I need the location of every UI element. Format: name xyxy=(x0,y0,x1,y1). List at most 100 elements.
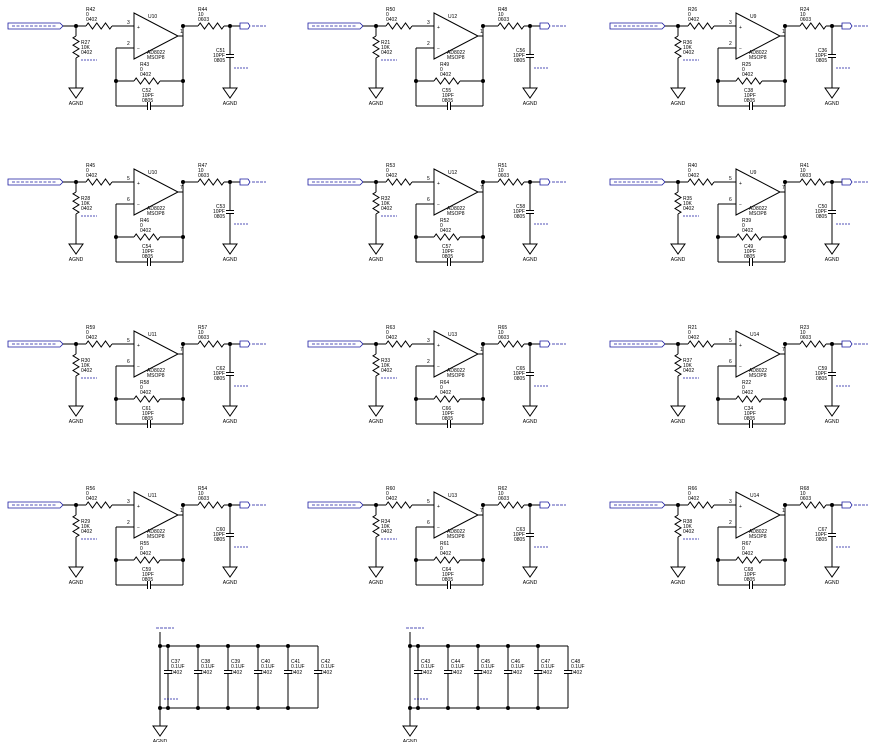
junction-dot xyxy=(481,235,485,239)
opamp-package: MSOP8 xyxy=(147,211,165,217)
output-cap-package: 0805 xyxy=(214,537,225,543)
ground-label: AGND xyxy=(523,580,538,586)
shunt-resistor-package: 0402 xyxy=(381,529,392,535)
decoupling-cap-package: 0402 xyxy=(291,670,302,676)
resistor-symbol xyxy=(372,353,380,377)
junction-dot xyxy=(414,558,418,562)
output-cap-package: 0805 xyxy=(816,537,827,543)
opamp-triangle xyxy=(133,12,180,60)
input-resistor-package: 0402 xyxy=(386,17,397,23)
input-resistor-value: 0 xyxy=(688,491,691,497)
shunt-resistor-ref: R30 xyxy=(81,358,90,364)
output-resistor-value: 10 xyxy=(800,168,806,174)
output-resistor-package: 0603 xyxy=(198,173,209,179)
opamp-ref: U13 xyxy=(448,332,457,338)
opamp-package: MSOP8 xyxy=(749,55,767,61)
opamp-plus-sign: + xyxy=(137,343,140,349)
feedback-resistor-ref: R55 xyxy=(140,541,149,547)
input-resistor-ref: R26 xyxy=(688,7,697,13)
ground-symbol: AGND xyxy=(368,405,384,425)
junction-dot xyxy=(536,644,540,648)
ground-icon xyxy=(368,566,384,578)
output-net-flag xyxy=(239,22,266,30)
ground-icon xyxy=(152,725,168,737)
decoupling-cap-value: 0.1UF xyxy=(231,664,245,670)
shunt-resistor-ref: R37 xyxy=(683,358,692,364)
input-net-flag xyxy=(307,178,364,186)
feedback-resistor-ref: R46 xyxy=(140,218,149,224)
feedback-cap-ref: C52 xyxy=(142,88,151,94)
opamp-minus-sign: − xyxy=(437,364,440,370)
opamp-pin-positive: 5 xyxy=(427,499,430,505)
output-net-flag xyxy=(841,22,868,30)
ground-symbol: AGND xyxy=(68,566,84,586)
ground-label: AGND xyxy=(223,419,238,425)
input-resistor-package: 0402 xyxy=(688,335,699,341)
opamp-plus-sign: + xyxy=(137,25,140,31)
output-net-flag-shape xyxy=(239,178,251,186)
output-resistor-package: 0603 xyxy=(198,335,209,341)
feedback-cap-ref: C54 xyxy=(142,244,151,250)
opamp-ref: U10 xyxy=(148,14,157,20)
decoupling-cap-ref: C45 xyxy=(481,659,490,665)
input-resistor-value: 0 xyxy=(386,12,389,18)
opamp-pin-positive: 3 xyxy=(127,499,130,505)
amplifier-stage: R5300402R3210K0402AGND+−U12AD8022MSOP856… xyxy=(307,163,566,266)
input-resistor-package: 0402 xyxy=(86,335,97,341)
resistor-symbol xyxy=(687,178,715,186)
shunt-resistor-package: 0402 xyxy=(81,50,92,56)
output-cap-ref: C58 xyxy=(516,204,525,210)
input-net-flag xyxy=(609,501,666,509)
ground-icon xyxy=(222,243,238,255)
opamp-minus-sign: − xyxy=(137,46,140,52)
output-cap-package: 0805 xyxy=(214,58,225,64)
output-cap-value: 10PF xyxy=(513,532,525,538)
ground-symbol: AGND xyxy=(670,87,686,107)
shunt-resistor-value: 10K xyxy=(381,363,391,369)
resistor-symbol xyxy=(133,77,161,85)
output-cap-value: 10PF xyxy=(213,209,225,215)
opamp-package: MSOP8 xyxy=(447,55,465,61)
input-resistor-ref: R45 xyxy=(86,163,95,169)
feedback-cap-package: 0805 xyxy=(442,416,453,422)
output-net-flag-shape xyxy=(539,340,551,348)
output-cap-package: 0805 xyxy=(514,214,525,220)
shunt-resistor-value: 10K xyxy=(381,201,391,207)
feedback-cap-package: 0805 xyxy=(744,577,755,583)
opamp-minus-sign: − xyxy=(739,202,742,208)
output-cap-package: 0805 xyxy=(514,376,525,382)
decoupling-cap-ref: C46 xyxy=(511,659,520,665)
decoupling-cap-package: 0402 xyxy=(421,670,432,676)
output-resistor-package: 0603 xyxy=(800,173,811,179)
shunt-resistor-package: 0402 xyxy=(381,368,392,374)
opamp-triangle xyxy=(735,168,782,216)
resistor-symbol xyxy=(197,340,225,348)
feedback-resistor-ref: R52 xyxy=(440,218,449,224)
feedback-resistor-value: 0 xyxy=(742,67,745,73)
feedback-resistor-package: 0402 xyxy=(140,551,151,557)
ground-symbol: AGND xyxy=(368,87,384,107)
ground-icon xyxy=(222,405,238,417)
decoupling-cap-ref: C37 xyxy=(171,659,180,665)
decoupling-cap-ref: C42 xyxy=(321,659,330,665)
junction-dot xyxy=(286,644,290,648)
feedback-resistor-value: 0 xyxy=(140,67,143,73)
ground-label: AGND xyxy=(69,257,84,263)
opamp-pin-negative: 6 xyxy=(729,359,732,365)
ground-label: AGND xyxy=(671,257,686,263)
opamp-pin-negative: 6 xyxy=(127,197,130,203)
feedback-cap-value: 10PF xyxy=(142,411,154,417)
ground-label: AGND xyxy=(153,739,168,742)
resistor-symbol xyxy=(674,191,682,215)
opamp-ref: U12 xyxy=(448,170,457,176)
ground-symbol: AGND xyxy=(522,566,538,586)
opamp-pin-negative: 2 xyxy=(427,359,430,365)
junction-dot xyxy=(783,558,787,562)
decoupling-cap-package: 0402 xyxy=(321,670,332,676)
decoupling-cap-package: 0402 xyxy=(451,670,462,676)
decoupling-cap-ref: C44 xyxy=(451,659,460,665)
ground-icon xyxy=(824,87,840,99)
